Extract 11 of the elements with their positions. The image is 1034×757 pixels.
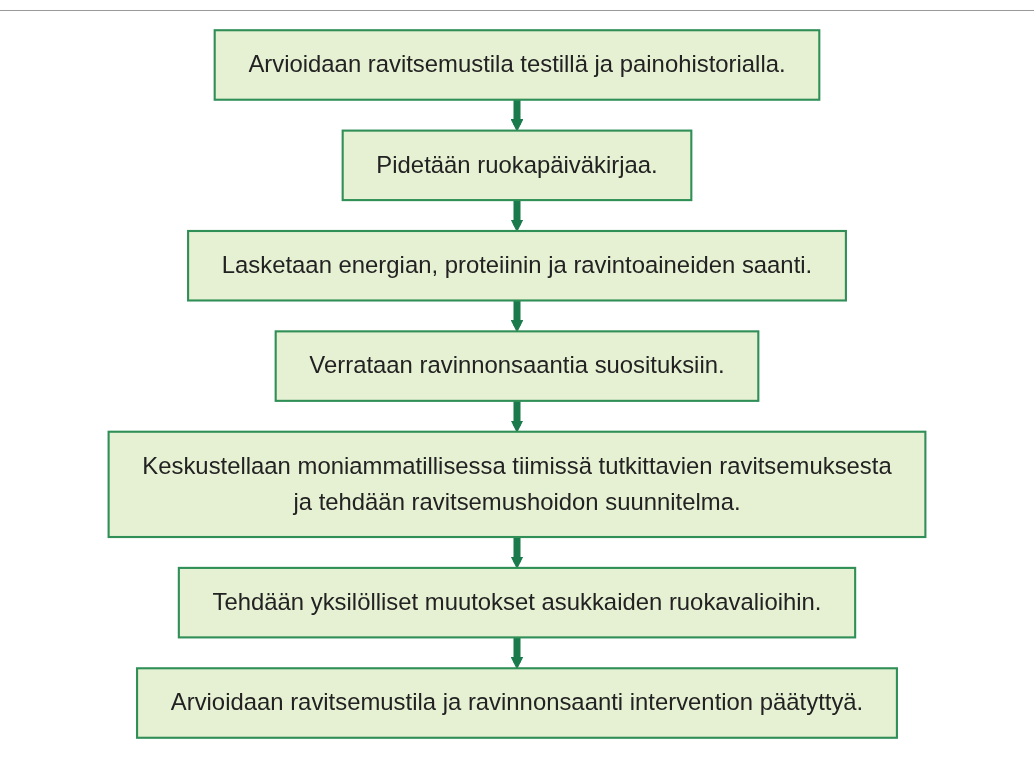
- node-box: Lasketaan energian, proteiinin ja ravintoaineiden saanti.: [187, 229, 847, 302]
- node-box: Verrataan ravinnonsaantia suosituksiin.: [274, 330, 760, 402]
- node-box: Keskustellaan moniammatillisessa tiimissä tutkittavien ravitsemuksesta ja tehdään ravitsemushoidon suunnitelma.: [107, 430, 927, 539]
- node-box: Arvioidaan ravitsemustila ja ravinnonsaanti intervention päätyttyä.: [136, 667, 898, 739]
- node-box: Pidetään ruokapäiväkirjaa.: [341, 129, 693, 202]
- arrow: [510, 636, 524, 669]
- node-box: Tehdään yksilölliset muutokset asukkaiden ruokavalioihin.: [177, 566, 857, 639]
- arrow: [510, 536, 524, 569]
- node-box: Arvioidaan ravitsemustila testillä ja painohistorialla.: [213, 29, 821, 101]
- arrow: [510, 199, 524, 232]
- arrow: [510, 299, 524, 332]
